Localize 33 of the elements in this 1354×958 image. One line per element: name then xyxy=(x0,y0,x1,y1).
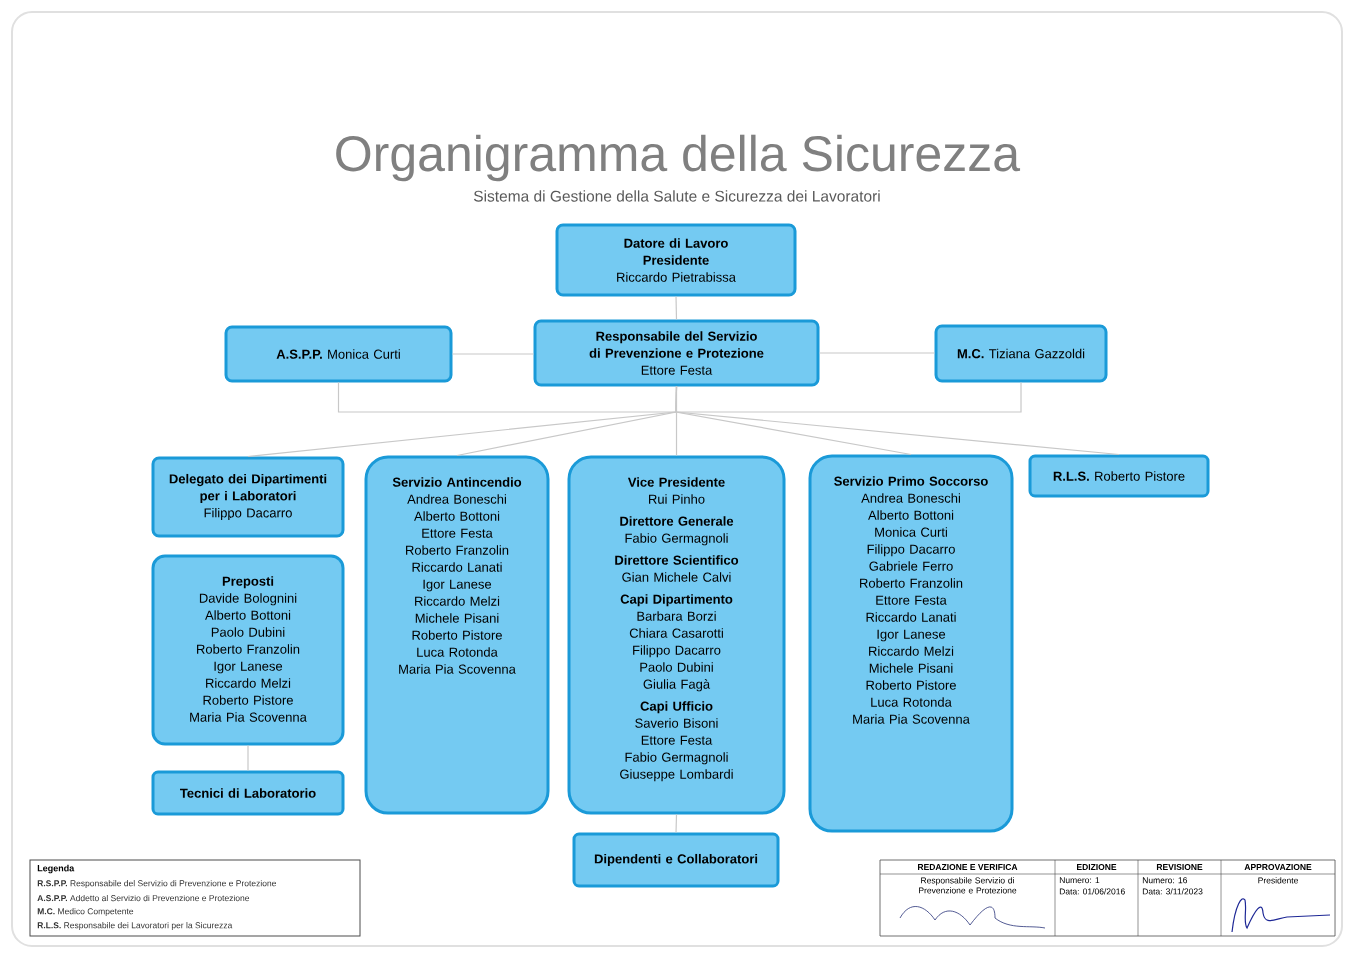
role-box: Dipendenti e Collaboratori xyxy=(572,832,780,888)
role-box: R.L.S. Roberto Pistore xyxy=(1028,454,1210,498)
connector-line xyxy=(675,385,1120,456)
connector-line xyxy=(675,295,678,321)
role-box: Delegato dei Dipartimenti per i Laboratori Filippo Dacarro xyxy=(151,456,345,538)
legend-entry: R.L.S. Responsabile dei Lavoratori per la Sicurezza xyxy=(37,922,233,930)
connector-line xyxy=(675,813,678,834)
role-box: Responsabile del Servizio di Prevenzione e Protezione Ettore Festa xyxy=(533,319,820,387)
column-header: REVISIONE xyxy=(1156,864,1203,870)
team-box: Preposti Davide Bolognini Alberto Bottoni Paolo Dubini Roberto Franzolin Igor Lanese Riccardo Melzi Roberto Pistore Maria Pia Scovenna xyxy=(151,554,345,746)
subtitle: Sistema di Gestione della Salute e Sicurezza dei Lavoratori xyxy=(473,190,880,202)
table-cell: Data: 3/11/2023 xyxy=(1142,888,1203,895)
role-box: Datore di Lavoro Presidente Riccardo Pietrabissa xyxy=(555,223,797,297)
legend-entry: M.C. Medico Competente xyxy=(37,908,134,916)
team-box: Vice Presidente Rui Pinho Direttore Generale Fabio Germagnoli Direttore Scientifico Gian Michele Calvi Capi Dipartimento Barbara Borzi Chiara Casarotti Filippo Dacarro Paolo Dubini Giulia Fagà Capi Ufficio Saverio Bisoni Ettore Festa Fabio Germagnoli Giuseppe Lombardi xyxy=(567,455,786,815)
legend-entry: R.S.P.P. Responsabile del Servizio di Prevenzione e Protezione xyxy=(37,880,276,888)
table-cell: Numero: 16 xyxy=(1142,877,1188,884)
team-box: Servizio Antincendio Andrea Boneschi Alberto Bottoni Ettore Festa Roberto Franzolin Riccardo Lanati Igor Lanese Riccardo Melzi Michele Pisani Roberto Pistore Luca Rotonda Maria Pia Scovenna xyxy=(364,455,550,815)
table-cell: Responsabile Servizio di Prevenzione e Protezione xyxy=(919,877,1017,894)
team-box: Servizio Primo Soccorso Andrea Boneschi Alberto Bottoni Monica Curti Filippo Dacarro Gabriele Ferro Roberto Franzolin Ettore Festa Riccardo Lanati Igor Lanese Riccardo Melzi Michele Pisani Roberto Pistore Luca Rotonda Maria Pia Scovenna xyxy=(808,454,1014,833)
role-box: M.C. Tiziana Gazzoldi xyxy=(934,324,1108,383)
connector-line xyxy=(337,381,1022,413)
column-header: REDAZIONE E VERIFICA xyxy=(918,864,1018,870)
connector-line xyxy=(247,744,249,772)
column-header: EDIZIONE xyxy=(1077,864,1117,870)
column-header: APPROVAZIONE xyxy=(1244,864,1312,870)
table-cell: Data: 01/06/2016 xyxy=(1059,888,1125,895)
table-cell: Numero: 1 xyxy=(1059,877,1100,884)
table-cell: Presidente xyxy=(1258,877,1298,884)
title: Organigramma della Sicurezza xyxy=(336,134,1021,182)
legend-entry: A.S.P.P. Addetto al Servizio di Prevenzione e Protezione xyxy=(37,894,250,902)
role-box: A.S.P.P. Monica Curti xyxy=(224,325,453,383)
role-box: Tecnici di Laboratorio xyxy=(151,770,345,816)
